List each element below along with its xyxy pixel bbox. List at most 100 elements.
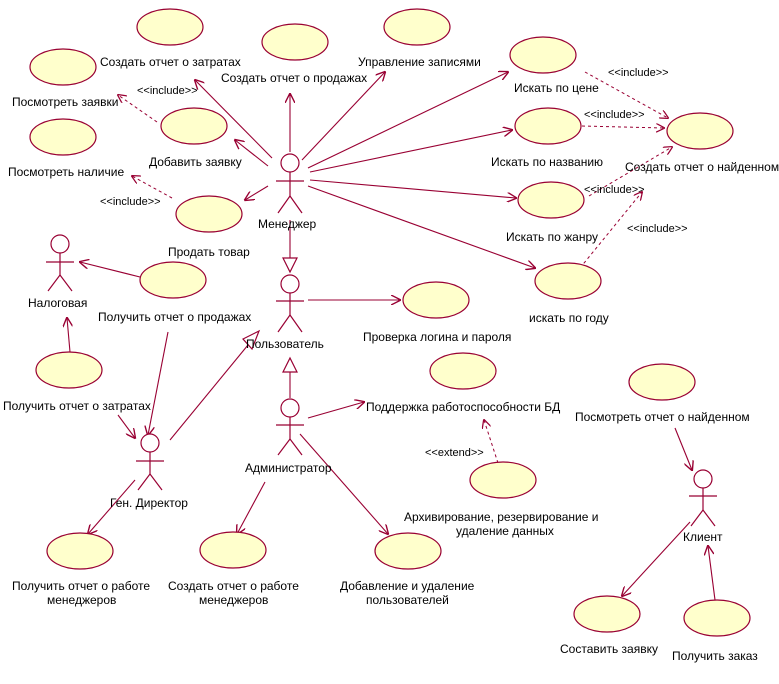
label-actor-director: Ген. Директор [110, 496, 188, 510]
gen-admin-user-arrowhead [282, 356, 298, 373]
uc-add-remove-users[interactable] [374, 532, 442, 570]
label-actor-client: Клиент [683, 530, 723, 544]
label-check-login: Проверка логина и пароля [363, 330, 511, 344]
actor-tax-figure[interactable] [46, 234, 74, 292]
uc-make-request[interactable] [573, 595, 641, 633]
uc-receive-order[interactable] [683, 599, 751, 637]
include-view-requests-add-request [118, 95, 158, 123]
label-add-remove-users-line2: пользователей [366, 593, 449, 607]
uc-search-year[interactable] [534, 262, 602, 300]
uc-check-login[interactable] [402, 281, 470, 319]
label-receive-order: Получить заказ [672, 649, 758, 663]
stereo-include-sell-item: <<include>> [100, 196, 161, 208]
include-search-price-found-report [584, 71, 668, 118]
uc-sell-item[interactable] [175, 195, 243, 233]
label-create-mgr-report-line2: менеджеров [199, 593, 268, 607]
stereo-extend-archive: <<extend>> [425, 447, 484, 459]
assoc-manager-search-genre [309, 179, 516, 198]
uc-view-stock[interactable] [29, 118, 97, 156]
label-cost-report: Создать отчет о затратах [100, 55, 241, 69]
uc-get-cost-report[interactable] [35, 351, 103, 389]
stereo-include-search-price: <<include>> [608, 67, 669, 79]
label-view-requests: Посмотреть заявки [12, 95, 119, 109]
assoc-director-get-sales [148, 331, 169, 435]
uc-get-sales-report[interactable] [139, 261, 207, 299]
label-actor-admin: Администратор [245, 461, 332, 475]
label-get-mgr-report-line2: менеджеров [47, 593, 116, 607]
stereo-include-search-name: <<include>> [584, 109, 645, 121]
stereo-include-search-year: <<include>> [627, 223, 688, 235]
actor-director-figure[interactable] [136, 433, 164, 491]
uc-db-support[interactable] [429, 352, 497, 390]
label-actor-tax: Налоговая [28, 296, 87, 310]
include-search-year-found-report [579, 192, 642, 269]
include-view-stock-sell-item [132, 176, 173, 199]
include-search-genre-found-report [588, 147, 672, 197]
actor-client-figure[interactable] [689, 469, 717, 527]
label-actor-user: Пользователь [246, 337, 324, 351]
label-view-found-report: Посмотреть отчет о найденном [575, 410, 750, 424]
extend-archive-db-support [484, 420, 499, 464]
uc-get-mgr-report[interactable] [46, 532, 114, 570]
label-get-mgr-report-line1: Получить отчет о работе [12, 579, 150, 593]
assoc-receive-order-client [708, 546, 716, 601]
uc-add-request[interactable] [160, 107, 228, 145]
label-sales-report: Создать отчет о продажах [221, 71, 367, 85]
assoc-admin-db-support [307, 402, 364, 419]
assoc-admin-add-users [299, 433, 388, 534]
assoc-manager-search-name [309, 130, 512, 173]
uc-view-found-report[interactable] [628, 363, 696, 401]
label-get-sales-report: Получить отчет о продажах [98, 310, 251, 324]
assoc-cost-report-tax [67, 318, 70, 353]
label-create-mgr-report-line1: Создать отчет о работе [168, 579, 299, 593]
label-sell-item: Продать товар [168, 245, 250, 259]
gen-director-user-line [169, 344, 249, 441]
label-search-price: Искать по цене [514, 81, 599, 95]
assoc-manager-search-year [307, 185, 535, 268]
label-db-support: Поддержка работоспособности БД [366, 400, 560, 414]
label-manage-records: Управление записями [358, 55, 481, 69]
uc-view-requests[interactable] [29, 48, 97, 86]
assoc-sales-report-tax [80, 262, 141, 278]
label-get-cost-report: Получить отчет о затратах [3, 399, 151, 413]
uc-create-mgr-report[interactable] [199, 531, 267, 569]
stereo-include-search-genre: <<include>> [584, 184, 645, 196]
gen-manager-user-arrowhead [282, 257, 298, 274]
uc-archive-data[interactable] [469, 461, 537, 499]
uc-found-report[interactable] [666, 112, 734, 150]
assoc-client-make-request [622, 521, 691, 596]
actor-user-figure[interactable] [276, 274, 304, 333]
assoc-director-mgr-report [88, 479, 136, 534]
label-archive-line2: удаление данных [456, 524, 554, 538]
uc-search-name[interactable] [514, 107, 582, 145]
actor-manager-figure[interactable] [276, 153, 304, 214]
label-view-stock: Посмотреть наличие [8, 165, 124, 179]
assoc-manager-search-price [307, 72, 508, 169]
assoc-manager-cost-report [195, 80, 273, 159]
label-search-genre: Искать по жанру [506, 230, 598, 244]
actor-admin-figure[interactable] [276, 398, 304, 456]
uc-search-genre[interactable] [517, 181, 585, 219]
uc-cost-report[interactable] [136, 8, 204, 46]
label-add-request: Добавить заявку [149, 155, 242, 169]
assoc-manager-sell-item [245, 185, 269, 200]
include-search-name-found-report [581, 126, 664, 128]
assoc-manager-manage-records [301, 72, 385, 161]
uc-search-price[interactable] [509, 36, 577, 74]
label-archive-line1: Архивирование, резервирование и [404, 510, 598, 524]
label-found-report: Создать отчет о найденном [625, 160, 779, 174]
assoc-manager-add-request [235, 140, 269, 167]
uc-manage-records[interactable] [383, 8, 451, 46]
label-actor-manager: Менеджер [258, 217, 317, 231]
assoc-admin-create-mgr-report [237, 481, 266, 534]
assoc-client-view-found [674, 427, 692, 470]
uc-sales-report[interactable] [261, 23, 329, 61]
label-make-request: Составить заявку [560, 642, 658, 656]
label-add-remove-users-line1: Добавление и удаление [340, 579, 475, 593]
label-search-year: искать по году [529, 311, 609, 325]
gen-director-user-arrowhead [242, 329, 261, 351]
assoc-director-get-cost [117, 414, 135, 438]
label-search-name: Искать по названию [491, 155, 603, 169]
